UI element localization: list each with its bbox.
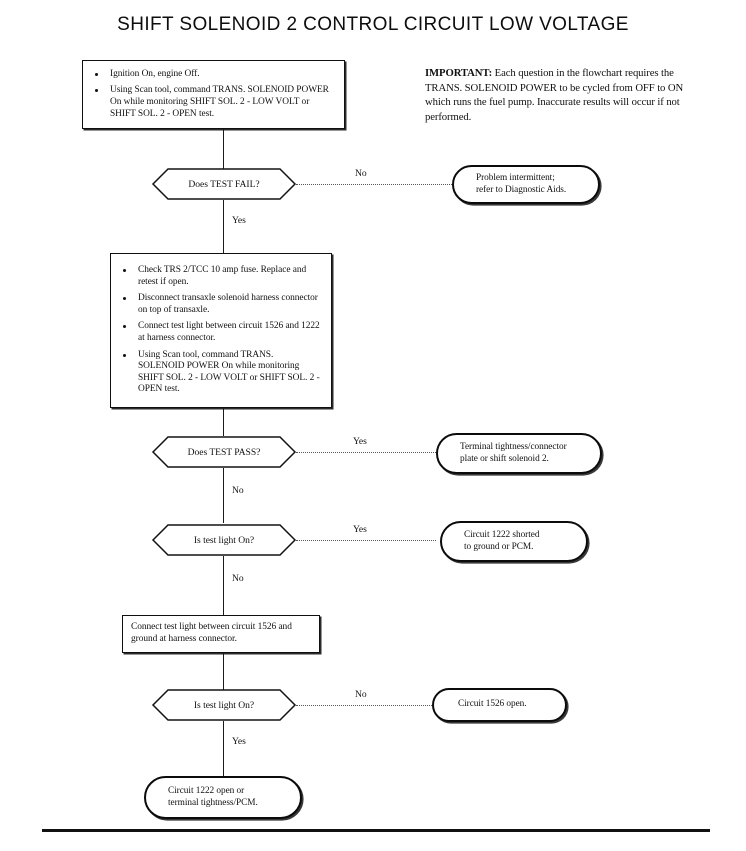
terminator-line-2: to ground or PCM. xyxy=(464,541,534,552)
terminator-text: Circuit 1222 open or terminal tightness/… xyxy=(146,786,268,809)
important-note-label: IMPORTANT: xyxy=(425,67,493,79)
list-item-text: Connect test light between circuit 1526 … xyxy=(138,321,320,343)
terminator-text: Terminal tightness/connector plate or sh… xyxy=(438,442,577,465)
hexagon-shape xyxy=(152,524,296,556)
branch-line-testlight2-no xyxy=(296,705,432,706)
connector-testlight2-yes xyxy=(223,721,225,776)
list-item-text: Ignition On, engine Off. xyxy=(110,68,200,79)
branch-label-testfail-yes: Yes xyxy=(229,215,249,226)
diagnostic-actions-list: Check TRS 2/TCC 10 amp fuse. Replace and… xyxy=(119,265,321,396)
branch-label-testfail-no: No xyxy=(352,168,370,179)
branch-line-testpass-yes xyxy=(296,452,436,453)
terminator-line-1: Circuit 1222 shorted xyxy=(464,529,540,540)
important-note-text: Each question in the flowchart requires … xyxy=(425,67,684,123)
important-note: IMPORTANT: Each question in the flowchar… xyxy=(425,66,700,124)
footer-rule xyxy=(42,829,710,832)
branch-label-testlight2-no: No xyxy=(352,689,370,700)
decision-label: Is test light On? xyxy=(193,699,255,711)
decision-label: Does TEST FAIL? xyxy=(188,178,260,190)
terminator-problem-intermittent: Problem intermittent; refer to Diagnosti… xyxy=(452,165,600,204)
process-diagnostic-actions: Check TRS 2/TCC 10 amp fuse. Replace and… xyxy=(110,253,332,408)
hexagon-shape xyxy=(152,168,296,200)
terminator-line-1: Circuit 1526 open. xyxy=(458,699,527,710)
terminator-terminal-tightness: Terminal tightness/connector plate or sh… xyxy=(436,433,602,474)
list-item-text: Using Scan tool, command TRANS. SOLENOID… xyxy=(138,349,320,395)
process-initial-conditions: Ignition On, engine Off. Using Scan tool… xyxy=(82,60,345,129)
list-item: Using Scan tool, command TRANS. SOLENOID… xyxy=(91,85,335,120)
terminator-circuit-1526-open: Circuit 1526 open. xyxy=(432,688,567,722)
list-item: Using Scan tool, command TRANS. SOLENOID… xyxy=(119,350,321,396)
connector-testpass-no xyxy=(223,468,225,523)
terminator-line-1: Circuit 1222 open or xyxy=(168,785,245,796)
terminator-text: Circuit 1526 open. xyxy=(434,699,537,711)
initial-conditions-list: Ignition On, engine Off. Using Scan tool… xyxy=(91,69,335,120)
hexagon-shape xyxy=(152,689,296,721)
connector-testlight1-no xyxy=(223,556,225,615)
branch-label-testlight2-yes: Yes xyxy=(229,736,249,747)
decision-label: Does TEST PASS? xyxy=(187,446,261,458)
branch-label-testlight1-no: No xyxy=(229,573,247,584)
list-item-text: Disconnect transaxle solenoid harness co… xyxy=(138,293,318,315)
decision-does-test-pass: Does TEST PASS? xyxy=(152,436,296,468)
list-item-text: Check TRS 2/TCC 10 amp fuse. Replace and… xyxy=(138,265,307,287)
decision-does-test-fail: Does TEST FAIL? xyxy=(152,168,296,200)
decision-label: Is test light On? xyxy=(193,534,255,546)
terminator-line-2: refer to Diagnostic Aids. xyxy=(476,184,567,195)
terminator-text: Problem intermittent; refer to Diagnosti… xyxy=(454,173,576,196)
list-item: Check TRS 2/TCC 10 amp fuse. Replace and… xyxy=(119,265,321,288)
list-item-text: Using Scan tool, command TRANS. SOLENOID… xyxy=(110,85,329,119)
terminator-text: Circuit 1222 shorted to ground or PCM. xyxy=(442,530,549,553)
decision-is-test-light-on-2: Is test light On? xyxy=(152,689,296,721)
bullet-icon xyxy=(123,269,126,273)
bullet-icon xyxy=(95,89,98,93)
bullet-icon xyxy=(95,72,98,76)
branch-label-testlight1-yes: Yes xyxy=(350,524,370,535)
terminator-line-2: terminal tightness/PCM. xyxy=(168,797,258,808)
bullet-icon xyxy=(123,353,126,357)
branch-line-testfail-no xyxy=(296,184,452,185)
list-item: Disconnect transaxle solenoid harness co… xyxy=(119,293,321,316)
terminator-circuit-1222-shorted: Circuit 1222 shorted to ground or PCM. xyxy=(440,521,588,562)
connector-testfail-yes xyxy=(223,200,225,253)
list-item: Ignition On, engine Off. xyxy=(91,69,335,81)
terminator-line-1: Problem intermittent; xyxy=(476,172,555,183)
branch-line-testlight1-yes xyxy=(296,540,436,541)
connector-initial-to-testfail xyxy=(223,129,225,170)
branch-label-testpass-yes: Yes xyxy=(350,436,370,447)
list-item: Connect test light between circuit 1526 … xyxy=(119,321,321,344)
branch-label-testpass-no: No xyxy=(229,485,247,496)
bullet-icon xyxy=(123,297,126,301)
decision-is-test-light-on-1: Is test light On? xyxy=(152,524,296,556)
terminator-circuit-1222-open: Circuit 1222 open or terminal tightness/… xyxy=(144,776,302,819)
terminator-line-1: Terminal tightness/connector xyxy=(460,441,567,452)
hexagon-shape xyxy=(152,436,296,468)
page-title: SHIFT SOLENOID 2 CONTROL CIRCUIT LOW VOL… xyxy=(117,14,629,35)
connector-ground-to-testlight2 xyxy=(223,653,225,691)
process-text: Connect test light between circuit 1526 … xyxy=(131,622,292,644)
terminator-line-2: plate or shift solenoid 2. xyxy=(460,453,549,464)
connector-actions-to-testpass xyxy=(223,408,225,436)
bullet-icon xyxy=(123,325,126,329)
process-connect-test-light-ground: Connect test light between circuit 1526 … xyxy=(122,615,320,653)
